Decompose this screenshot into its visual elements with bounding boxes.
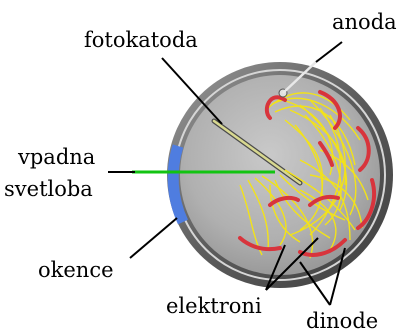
leader-anode [316,42,342,62]
label-incident-light-line2: svetloba [4,177,93,201]
label-window: okence [38,258,114,282]
leader-window [130,218,177,258]
label-incident-light-line1: vpadna [17,145,95,169]
label-anode: anoda [332,10,397,34]
label-photocathode: fotokatoda [84,28,198,52]
label-dynodes: dinode [306,309,378,332]
label-electrons: elektroni [166,294,262,318]
